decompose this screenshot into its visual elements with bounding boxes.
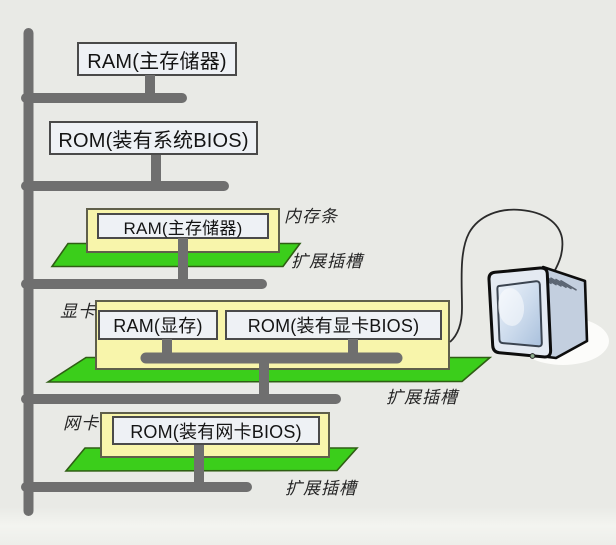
memory-stick-label: 内存条 <box>284 207 338 227</box>
monitor-body <box>541 265 589 360</box>
rom-system-bios-box: ROM(装有系统BIOS) <box>49 121 258 155</box>
crt-monitor-icon <box>487 265 609 365</box>
expansion-slot-memory-label: 扩展插槽 <box>291 252 363 272</box>
network-rom-box: ROM(装有网卡BIOS) <box>112 416 320 445</box>
memory-stick-ram-box: RAM(主存储器) <box>97 213 269 239</box>
monitor-power-led <box>529 353 536 359</box>
monitor-shadow <box>517 317 609 365</box>
monitor-screen-glare <box>497 288 525 326</box>
monitor-screen <box>496 280 543 348</box>
video-rom-box: ROM(装有显卡BIOS) <box>225 310 442 340</box>
video-card-label: 显卡 <box>60 302 96 322</box>
monitor-cable <box>449 208 564 343</box>
expansion-slot-network-label: 扩展插槽 <box>285 479 357 499</box>
monitor-vents <box>530 272 577 291</box>
ram-main-memory-box: RAM(主存储器) <box>77 42 237 76</box>
video-ram-box: RAM(显存) <box>98 310 218 340</box>
network-card-label: 网卡 <box>63 414 99 434</box>
monitor-bezel <box>487 266 553 359</box>
expansion-slot-video-label: 扩展插槽 <box>386 388 458 408</box>
